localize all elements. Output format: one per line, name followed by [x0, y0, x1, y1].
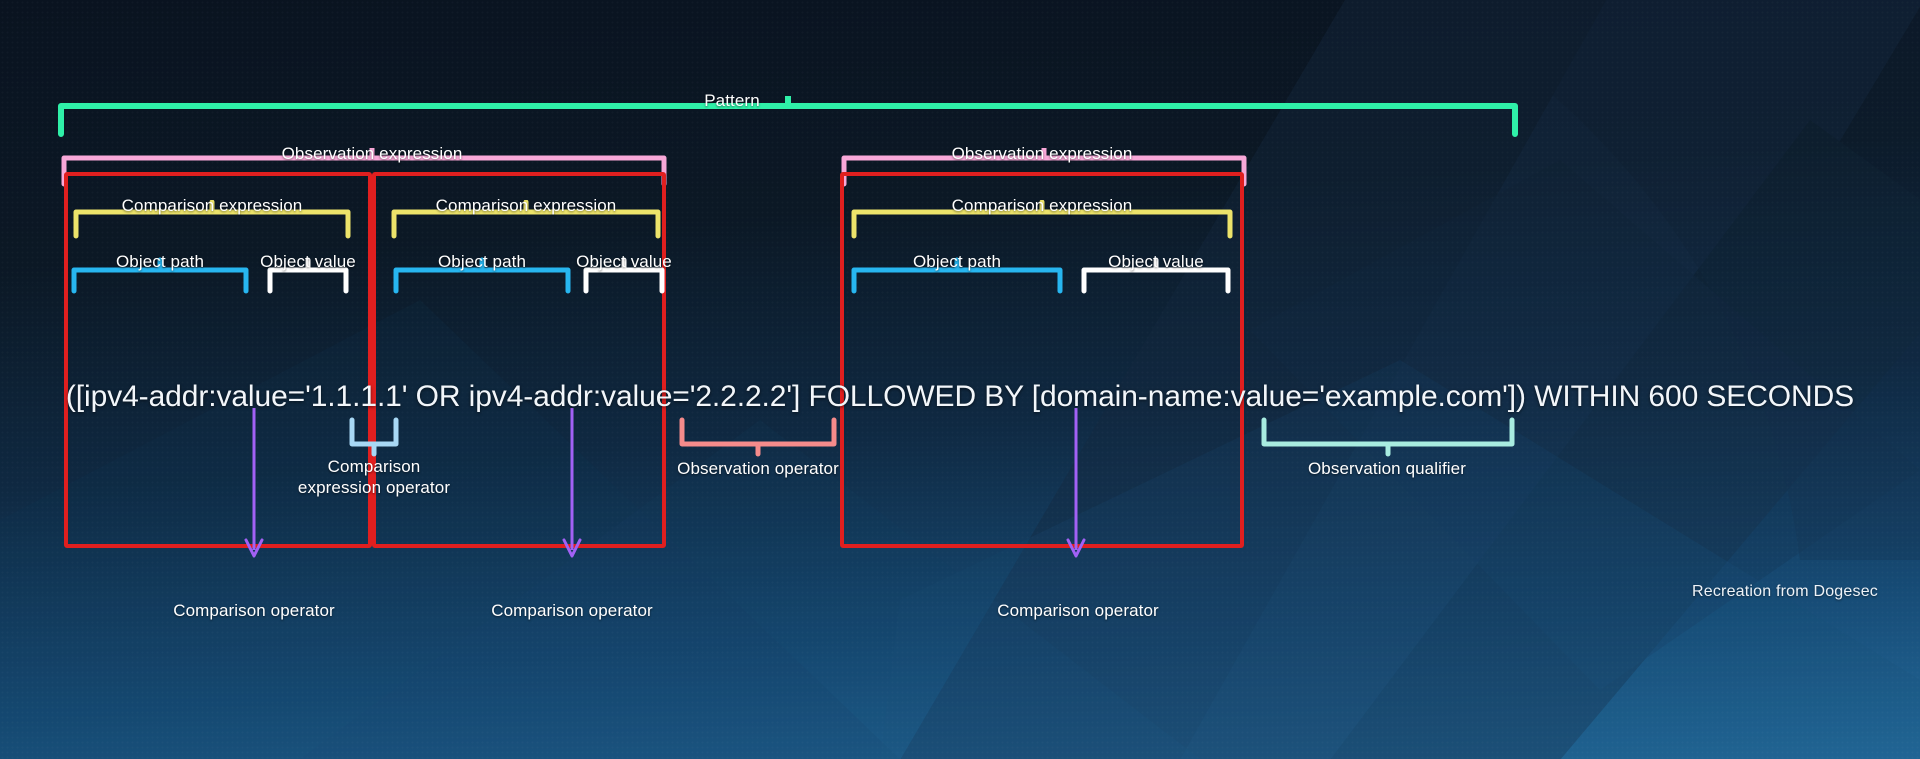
comparison-expression-2-bracket [391, 200, 661, 239]
observation-operator-bracket [679, 417, 837, 457]
object-value-2-bracket [583, 257, 665, 294]
comparison-operator-box-3 [840, 172, 1244, 548]
object-path-2-label: Object path [437, 252, 527, 271]
comparison-operator-2-label: Comparison operator [491, 601, 653, 620]
comparison-operator-1-label: Comparison operator [173, 601, 335, 620]
comparison-expression-1-label: Comparison expression [121, 196, 303, 215]
pattern-label: Pattern [704, 91, 760, 110]
observation-expression-1-label: Observation expression [281, 144, 463, 163]
credit-text: Recreation from Dogesec [1691, 583, 1878, 600]
observation-operator-label: Observation operator [677, 459, 839, 478]
comparison-operator-3-arrow [1066, 408, 1086, 558]
observation-expression-2-label: Observation expression [951, 144, 1133, 163]
comparison-expression-3-bracket [851, 200, 1233, 239]
comparison-operator-3-label: Comparison operator [997, 601, 1159, 620]
comparison-expression-operator-label: Comparison expression operator [297, 457, 451, 497]
object-path-3-label: Object path [912, 252, 1002, 271]
comparison-expression-1-bracket [73, 200, 351, 239]
observation-expression-1-bracket [61, 148, 667, 187]
object-value-3-label: Object value [1108, 252, 1204, 271]
comparison-operator-1-arrow [244, 408, 264, 558]
object-value-1-bracket [267, 257, 349, 294]
object-path-1-bracket [71, 257, 249, 294]
object-value-3-bracket [1081, 257, 1231, 294]
observation-qualifier-label: Observation qualifier [1307, 459, 1466, 478]
comparison-expression-operator-bracket [349, 417, 399, 457]
pattern-bracket [58, 96, 1518, 137]
object-value-1-label: Object value [260, 252, 356, 271]
object-path-3-bracket [851, 257, 1063, 294]
comparison-expression-2-label: Comparison expression [435, 196, 617, 215]
observation-expression-2-bracket [841, 148, 1247, 187]
comparison-operator-box-2 [372, 172, 666, 548]
comparison-expression-3-label: Comparison expression [951, 196, 1133, 215]
object-path-2-bracket [393, 257, 571, 294]
object-value-2-label: Object value [576, 252, 672, 271]
observation-qualifier-bracket [1261, 417, 1515, 457]
comparison-operator-2-arrow [562, 408, 582, 558]
pattern-text: ([ipv4-addr:value='1.1.1.1' OR ipv4-addr… [65, 380, 1855, 413]
comparison-operator-box-1 [64, 172, 372, 548]
object-path-1-label: Object path [115, 252, 205, 271]
